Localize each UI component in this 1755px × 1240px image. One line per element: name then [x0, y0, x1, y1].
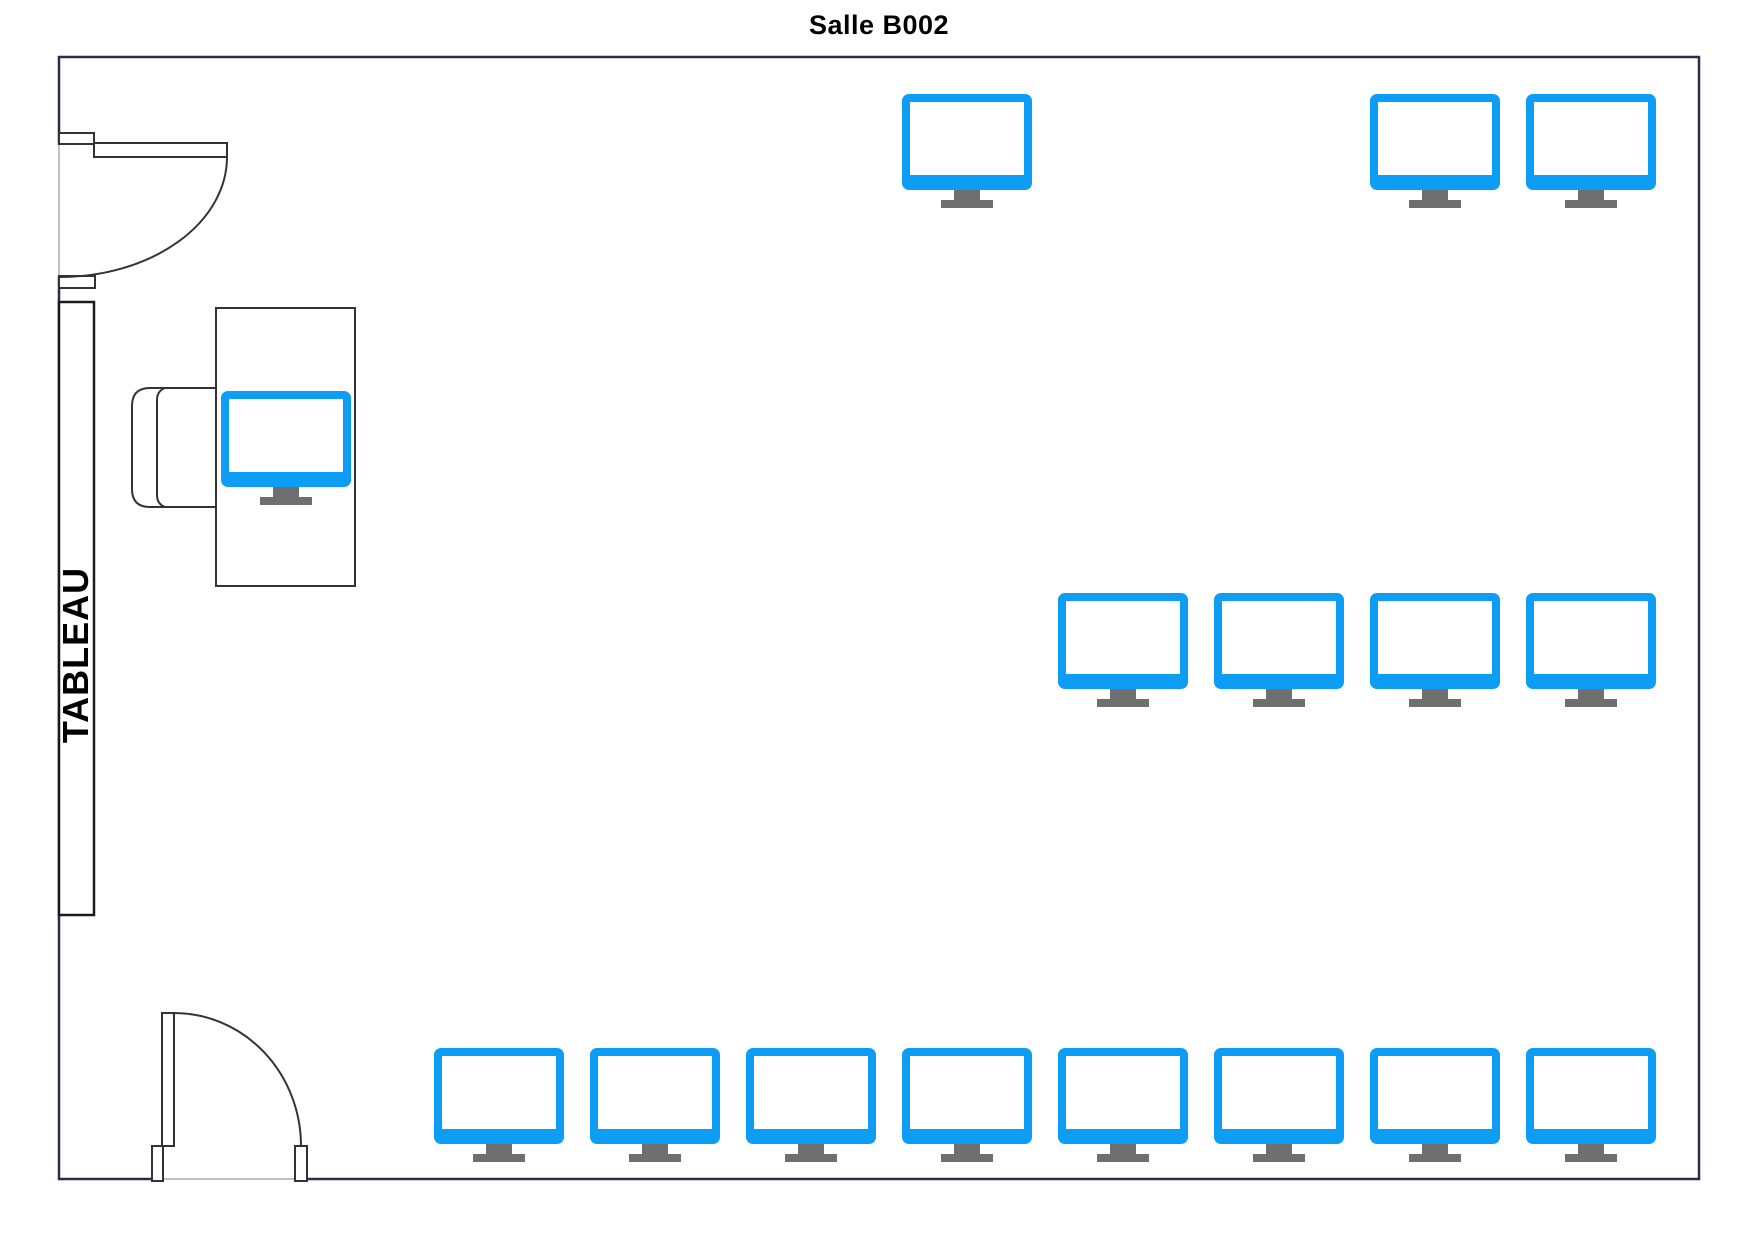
monitor-screen [1058, 1048, 1188, 1144]
monitor-stand-neck [1110, 1144, 1136, 1154]
monitor-stand-neck [798, 1144, 824, 1154]
student-monitor-icon [434, 1048, 564, 1162]
monitor-stand-base [1253, 1154, 1305, 1162]
monitor-screen [1526, 593, 1656, 689]
teacher-chair [131, 387, 217, 508]
monitor-stand-neck [1422, 689, 1448, 699]
monitor-stand-neck [1422, 1144, 1448, 1154]
student-monitor-icon [590, 1048, 720, 1162]
student-monitor-icon [1526, 1048, 1656, 1162]
monitor-stand-base [1565, 1154, 1617, 1162]
monitor-screen [434, 1048, 564, 1144]
door-top-left-swing-arc [59, 156, 228, 278]
monitor-stand-base [1097, 1154, 1149, 1162]
monitor-stand-base [1565, 200, 1617, 208]
student-monitor-icon [1214, 1048, 1344, 1162]
door-top-left-leaf [93, 142, 228, 158]
monitor-screen [1370, 94, 1500, 190]
monitor-screen [1214, 1048, 1344, 1144]
monitor-stand-base [941, 1154, 993, 1162]
monitor-stand-neck [954, 1144, 980, 1154]
room-title: Salle B002 [808, 10, 950, 40]
monitor-stand-base [1253, 699, 1305, 707]
monitor-screen [746, 1048, 876, 1144]
student-monitor-icon [902, 1048, 1032, 1162]
student-monitor-icon [1058, 1048, 1188, 1162]
monitor-stand-neck [1266, 1144, 1292, 1154]
monitor-screen [221, 391, 351, 487]
student-monitor-icon [902, 94, 1032, 208]
door-bottom-left-swing-arc [173, 1012, 302, 1147]
teacher-chair-outline [131, 387, 217, 508]
door-bottom-left-leaf [161, 1012, 175, 1147]
monitor-stand-neck [1578, 190, 1604, 200]
student-monitor-icon [1526, 94, 1656, 208]
monitor-stand-base [785, 1154, 837, 1162]
monitor-screen [902, 94, 1032, 190]
monitor-screen [1526, 1048, 1656, 1144]
student-monitor-icon [1058, 593, 1188, 707]
monitor-screen [902, 1048, 1032, 1144]
door-bottom-left [151, 1012, 308, 1183]
monitor-stand-base [473, 1154, 525, 1162]
monitor-stand-neck [1110, 689, 1136, 699]
student-monitor-icon [1214, 593, 1344, 707]
tableau-board [57, 300, 96, 917]
monitor-stand-base [260, 497, 312, 505]
monitor-stand-base [1409, 1154, 1461, 1162]
monitor-screen [1058, 593, 1188, 689]
monitor-stand-neck [1266, 689, 1292, 699]
monitor-stand-base [1097, 699, 1149, 707]
student-monitor-icon [1370, 593, 1500, 707]
student-monitor-icon [1370, 94, 1500, 208]
monitor-screen [1526, 94, 1656, 190]
monitor-stand-base [629, 1154, 681, 1162]
monitor-stand-base [1409, 200, 1461, 208]
door-top-left-jamb-top [58, 132, 95, 145]
monitor-stand-base [941, 200, 993, 208]
monitor-screen [1214, 593, 1344, 689]
student-monitor-icon [1526, 593, 1656, 707]
monitor-screen [1370, 593, 1500, 689]
teacher-chair-backrest [156, 387, 166, 508]
monitor-stand-neck [954, 190, 980, 200]
monitor-stand-base [1409, 699, 1461, 707]
monitor-stand-neck [642, 1144, 668, 1154]
monitor-stand-base [1565, 699, 1617, 707]
monitor-screen [1370, 1048, 1500, 1144]
monitor-stand-neck [1422, 190, 1448, 200]
student-monitor-icon [1370, 1048, 1500, 1162]
monitor-stand-neck [1578, 689, 1604, 699]
monitor-stand-neck [273, 487, 299, 497]
teacher-monitor-icon [221, 391, 351, 505]
door-top-left [55, 132, 228, 289]
monitor-screen [590, 1048, 720, 1144]
monitor-stand-neck [486, 1144, 512, 1154]
student-monitor-icon [746, 1048, 876, 1162]
door-bottom-left-jamb-left [151, 1145, 164, 1182]
monitor-stand-neck [1578, 1144, 1604, 1154]
